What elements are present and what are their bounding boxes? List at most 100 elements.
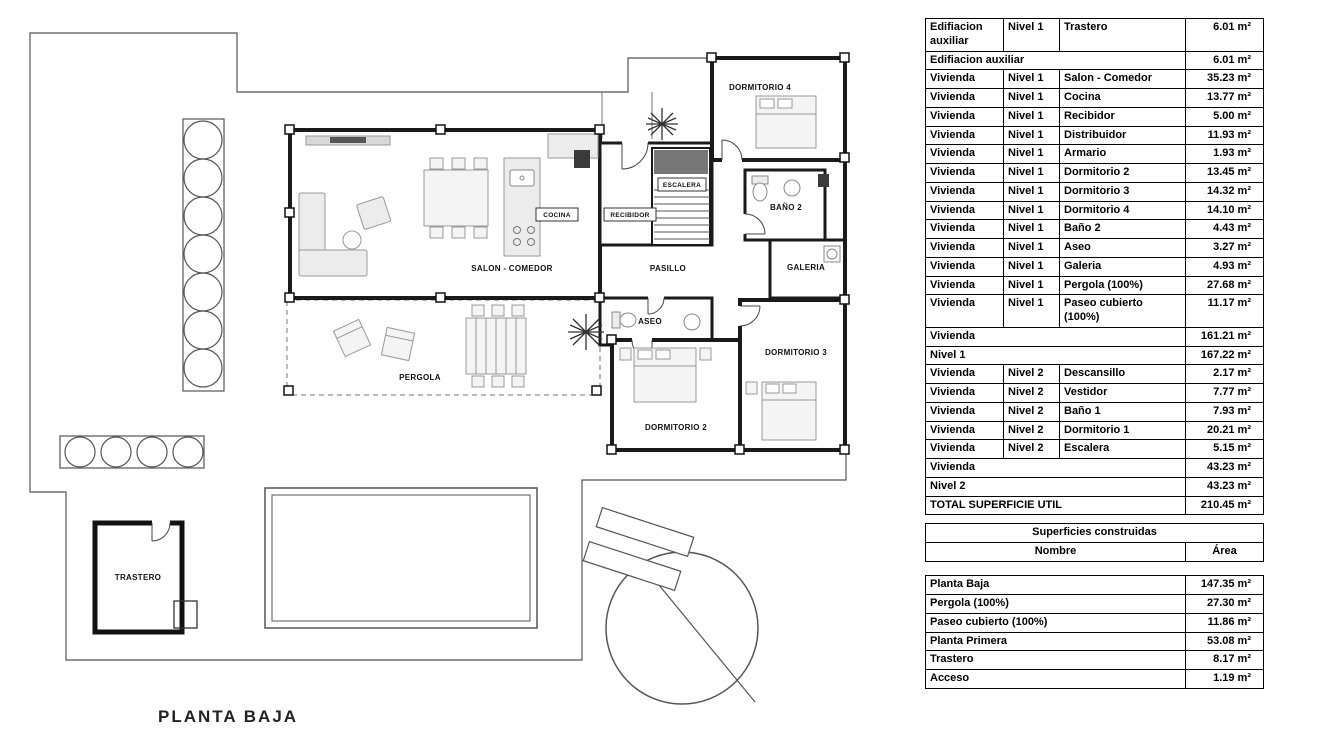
pergola-furniture	[332, 304, 527, 388]
cell-area: 53.08 m²	[1185, 631, 1264, 652]
cell-category: Vivienda	[925, 219, 1004, 239]
cell-area: 4.43 m²	[1185, 219, 1264, 239]
bed-dormitorio3	[745, 381, 817, 441]
cell-category: Vivienda	[925, 439, 1004, 459]
cell-level: Nivel 1	[1003, 88, 1060, 108]
cell-category: Vivienda	[925, 275, 1004, 296]
cell-level: Nivel 2	[1003, 401, 1060, 422]
room-label-trastero: TRASTERO	[115, 573, 161, 582]
cell-area: 11.17 m²	[1185, 294, 1264, 328]
cell-area: 4.93 m²	[1185, 256, 1264, 277]
cell-area: 1.19 m²	[1185, 669, 1264, 689]
cell-name: Paseo cubierto (100%)	[925, 612, 1186, 633]
cell-category: Vivienda	[925, 163, 1004, 183]
room-label-galeria: GALERIA	[787, 263, 825, 272]
cell-category: Vivienda	[925, 256, 1004, 277]
cell-area: 14.10 m²	[1185, 200, 1264, 221]
bed-dormitorio4	[755, 95, 817, 149]
cell-name: Planta Baja	[925, 575, 1186, 595]
room-label-pergola: PERGOLA	[399, 373, 441, 382]
bush-row	[59, 435, 205, 469]
cell-area: 167.22 m²	[1185, 345, 1264, 366]
cell-category: Vivienda	[925, 200, 1004, 221]
cell-room: Dormitorio 2	[1059, 163, 1186, 183]
floor-plan-svg: DORMITORIO 4 ESCALERA BAÑO 2 COCINA RECI…	[29, 32, 850, 726]
cell-area: 6.01 m²	[1185, 50, 1264, 71]
cell-level: Nivel 1	[1003, 200, 1060, 221]
built-col-area: Área	[1185, 542, 1264, 563]
cell-level: Nivel 1	[1003, 69, 1060, 89]
cell-level: Nivel 1	[1003, 181, 1060, 202]
cell-room: Dormitorio 4	[1059, 200, 1186, 221]
cell-area: 43.23 m²	[1185, 476, 1264, 497]
living-room-furniture	[298, 135, 392, 277]
cell-area: 27.68 m²	[1185, 275, 1264, 296]
built-table-title-row: Superficies construidas	[925, 523, 1264, 544]
cell-room: Paseo cubierto (100%)	[1059, 294, 1186, 328]
cell-category: Vivienda	[925, 69, 1004, 89]
cell-summary-label: Nivel 1	[925, 345, 1186, 366]
cell-name: Pergola (100%)	[925, 594, 1186, 614]
cell-room: Salon - Comedor	[1059, 69, 1186, 89]
cell-room: Vestidor	[1059, 383, 1186, 403]
cell-area: 13.77 m²	[1185, 88, 1264, 108]
cell-category: Vivienda	[925, 294, 1004, 328]
label-chips	[535, 177, 707, 222]
cell-area: 3.27 m²	[1185, 238, 1264, 258]
cell-category: Vivienda	[925, 181, 1004, 202]
cell-name: Trastero	[925, 650, 1186, 670]
cell-room: Cocina	[1059, 88, 1186, 108]
cell-summary-label: TOTAL SUPERFICIE UTIL	[925, 495, 1186, 516]
cell-area: 35.23 m²	[1185, 69, 1264, 89]
cell-area: 6.01 m²	[1185, 18, 1264, 52]
cell-area: 11.93 m²	[1185, 125, 1264, 146]
staircase	[651, 147, 711, 246]
cell-room: Aseo	[1059, 238, 1186, 258]
cell-area: 8.17 m²	[1185, 650, 1264, 670]
cell-category: Vivienda	[925, 383, 1004, 403]
door-arcs	[621, 139, 766, 361]
cell-area: 7.93 m²	[1185, 401, 1264, 422]
room-label-dormitorio3: DORMITORIO 3	[765, 348, 827, 357]
cell-area: 210.45 m²	[1185, 495, 1264, 516]
built-table-title: Superficies construidas	[925, 523, 1264, 544]
cell-level: Nivel 2	[1003, 383, 1060, 403]
cell-category: Edifiacion auxiliar	[925, 18, 1004, 52]
built-col-name: Nombre	[925, 542, 1186, 563]
cell-category: Vivienda	[925, 125, 1004, 146]
cell-room: Armario	[1059, 144, 1186, 164]
cell-category: Vivienda	[925, 88, 1004, 108]
plan-title: PLANTA BAJA	[158, 707, 298, 726]
room-label-bano2: BAÑO 2	[770, 203, 802, 212]
pergola-area	[286, 299, 601, 396]
cell-room: Galeria	[1059, 256, 1186, 277]
cell-room: Recibidor	[1059, 106, 1186, 127]
site-boundary	[29, 32, 847, 661]
cell-area: 7.77 m²	[1185, 383, 1264, 403]
cell-area: 5.00 m²	[1185, 106, 1264, 127]
tree-row-left	[182, 118, 225, 392]
cell-category: Vivienda	[925, 238, 1004, 258]
